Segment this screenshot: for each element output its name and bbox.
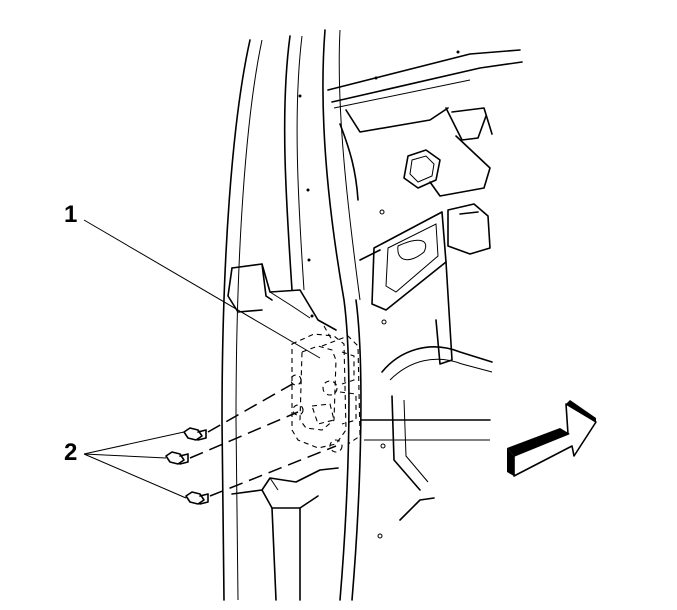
bolt-alignment-lines xyxy=(189,381,337,497)
forward-arrow-icon xyxy=(507,400,597,477)
callout-label-2: 2 xyxy=(64,439,77,466)
latch-bolts xyxy=(165,427,209,505)
bolt-upper xyxy=(183,427,207,441)
door-latch-assembly xyxy=(290,325,361,453)
lower-bracket xyxy=(231,467,339,601)
bolt-lower xyxy=(185,491,209,505)
leader-1 xyxy=(83,219,321,359)
callout-leaders xyxy=(83,219,321,499)
leader-2-upper xyxy=(83,431,185,455)
leader-2-middle xyxy=(83,453,167,459)
upper-bracket xyxy=(227,263,337,331)
door-pillar xyxy=(221,29,362,601)
door-inner-panel xyxy=(327,49,523,539)
leader-2-lower xyxy=(83,453,187,499)
callout-label-1: 1 xyxy=(64,201,77,228)
bolt-middle xyxy=(165,451,189,465)
